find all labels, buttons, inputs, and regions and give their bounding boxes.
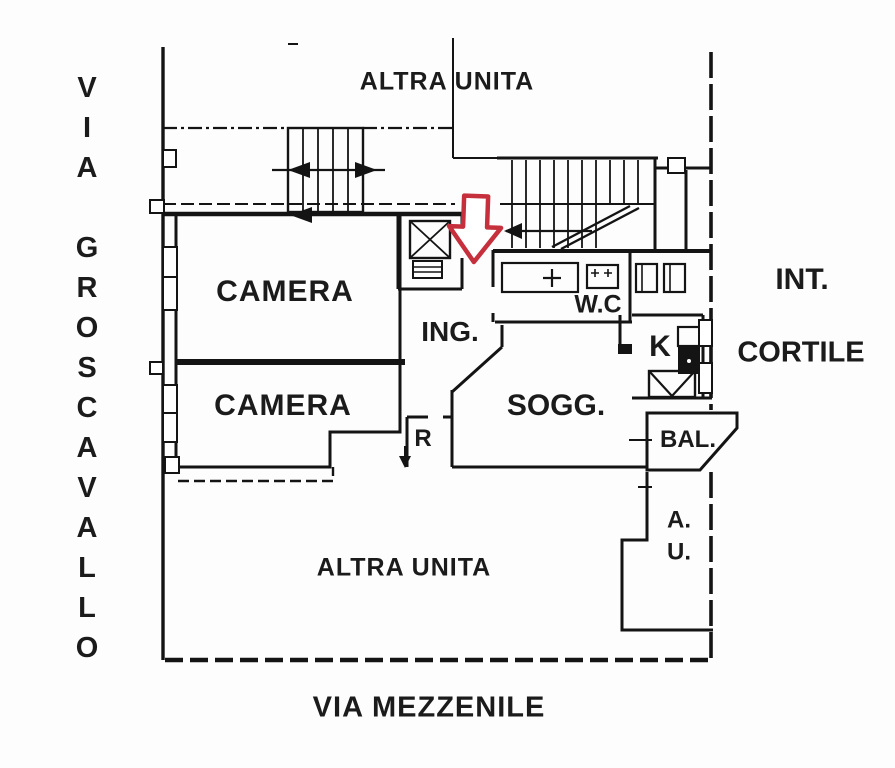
label-wc: W.C: [574, 290, 622, 319]
elevator-cabin: [408, 219, 452, 260]
bathtub: [500, 261, 580, 294]
elevator-x-icon: [409, 220, 451, 259]
staircase-right: [500, 160, 655, 251]
bathtub-plus-icon: [543, 269, 561, 287]
wall-top-jog: [288, 38, 497, 159]
label-ingresso: ING.: [421, 316, 479, 347]
window: [162, 384, 178, 414]
stove-knob-icon: [687, 359, 691, 363]
door-tick-balcony: [629, 439, 652, 488]
label-camera-2: CAMERA: [214, 389, 352, 422]
entrance-arrow-icon: [446, 193, 504, 265]
street-name-bottom: VIA MEZZENILE: [312, 691, 546, 724]
window: [162, 276, 178, 311]
window: [149, 199, 165, 214]
label-altra-unita-abbrev: A. U.: [667, 506, 691, 566]
elevator-counterweight: [412, 260, 443, 279]
kitchen-sink-box: [647, 369, 697, 399]
street-name-left: VIA GROSCAVALLO: [71, 72, 103, 672]
label-int: INT.: [775, 263, 829, 296]
wall-soggiorno: [450, 325, 647, 469]
wall-camera-right-step: [176, 213, 402, 469]
dashed-lines: [163, 126, 455, 483]
interior-walls: [174, 38, 739, 632]
label-camera-1: CAMERA: [216, 275, 354, 308]
thick-walls: [163, 211, 711, 365]
corridor-arrow-icon: [290, 207, 312, 223]
wall-elevator-shaft: [396, 213, 464, 291]
label-soggiorno: SOGG.: [506, 389, 606, 422]
stair-right-arrow-west-icon: [504, 223, 522, 239]
label-kitchen: K: [649, 330, 671, 363]
wall-altra-unita-room: [620, 472, 713, 632]
label-altra-unita-top: ALTRA UNITA: [359, 67, 535, 96]
elevator-counterweight-rungs: [413, 266, 442, 273]
window: [162, 149, 177, 168]
window: [698, 362, 713, 394]
wc-fixtures: [500, 261, 687, 294]
sink-tap-icons: [591, 269, 612, 277]
window: [698, 319, 713, 347]
wall-wc: [491, 250, 632, 324]
window: [164, 456, 180, 474]
kitchen-sink-triangle-icon: [649, 371, 695, 398]
kitchen-fixtures: [618, 325, 702, 399]
label-cortile: CORTILE: [737, 336, 865, 369]
line-lower-boundary-dashed: [178, 467, 335, 483]
window: [162, 412, 178, 443]
stair-left-arrow-west-icon: [288, 162, 310, 178]
elevator: [408, 219, 452, 279]
wall-kitchen: [618, 313, 712, 400]
stair-right-treads-lower: [511, 204, 597, 248]
door-annotations: [290, 207, 411, 468]
stair-right-treads-upper: [511, 160, 639, 204]
stair-left-arrow-east-icon: [355, 162, 377, 178]
windows: [149, 149, 713, 474]
window: [162, 246, 178, 278]
kitchen-wall-block: [618, 344, 632, 354]
window: [667, 157, 686, 174]
ripostiglio-door-arrow-icon: [399, 456, 411, 468]
label-altra-unita-bottom: ALTRA UNITA: [316, 553, 492, 582]
stair-right-diagonal: [551, 204, 640, 251]
window: [149, 361, 164, 375]
bidet: [634, 262, 659, 294]
toilet: [662, 262, 687, 294]
label-ripostiglio: R: [414, 425, 432, 452]
staircase-left: [272, 126, 385, 214]
sink: [585, 263, 620, 290]
label-balcone: BAL.: [660, 426, 716, 453]
wall-balcony: [645, 411, 739, 472]
kitchen-counter: [676, 325, 702, 348]
